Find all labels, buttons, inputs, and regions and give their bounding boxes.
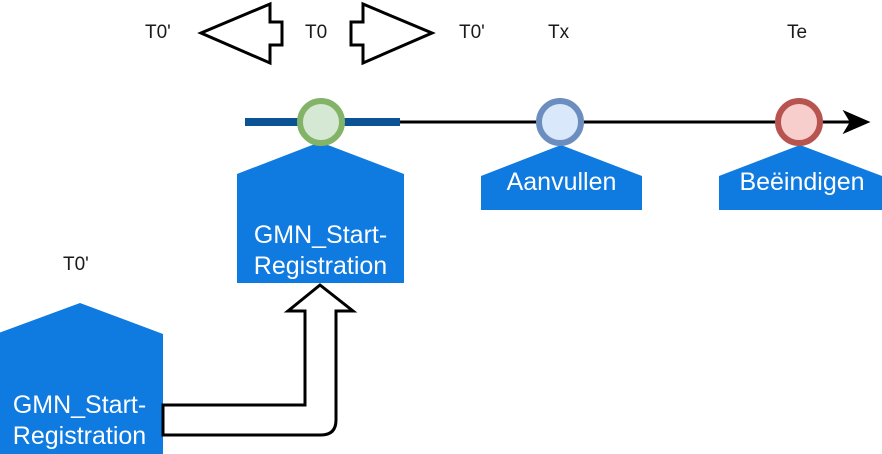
callout-gmn-start-registration-bottom-label: GMN_Start- Registration xyxy=(0,390,163,451)
axis-label-t0-prime-left: T0' xyxy=(145,22,171,43)
callout-beeindigen-label: Beëindigen xyxy=(719,167,882,198)
axis-label-t0-prime-lower: T0' xyxy=(63,254,89,275)
callout-gmn-top-line-1: GMN_Start- xyxy=(253,221,388,249)
timeline-arrowhead-icon xyxy=(842,109,871,135)
shift-right-arrow xyxy=(349,1,436,66)
axis-label-tx: Tx xyxy=(548,22,570,43)
callout-aanvullen-shape[interactable] xyxy=(481,145,642,210)
callout-gmn-start-registration-top-label: GMN_Start- Registration xyxy=(237,220,404,281)
callout-gmn-bottom-line-2: Registration xyxy=(12,421,147,450)
node-te-circle[interactable] xyxy=(775,98,823,146)
axis-label-te: Te xyxy=(787,22,808,43)
node-tx-circle[interactable] xyxy=(536,98,584,146)
callout-gmn-top-line-2: Registration xyxy=(253,251,388,280)
shift-left-arrow xyxy=(197,1,284,66)
callout-gmn-start-registration-top-shape[interactable] xyxy=(237,142,404,283)
node-t0-circle[interactable] xyxy=(297,98,345,146)
callout-beeindigen-shape[interactable] xyxy=(719,145,882,210)
callout-aanvullen-line-1: Aanvullen xyxy=(506,168,617,196)
axis-label-t0-prime-right: T0' xyxy=(459,22,485,43)
callout-gmn-start-registration-bottom-shape[interactable] xyxy=(0,303,163,454)
callout-aanvullen-label: Aanvullen xyxy=(481,167,642,198)
callout-gmn-bottom-line-1: GMN_Start- xyxy=(12,391,147,419)
callout-beeindigen-line-1: Beëindigen xyxy=(739,168,865,196)
axis-label-t0: T0 xyxy=(305,22,328,43)
requeue-connector-arrow xyxy=(161,283,358,437)
